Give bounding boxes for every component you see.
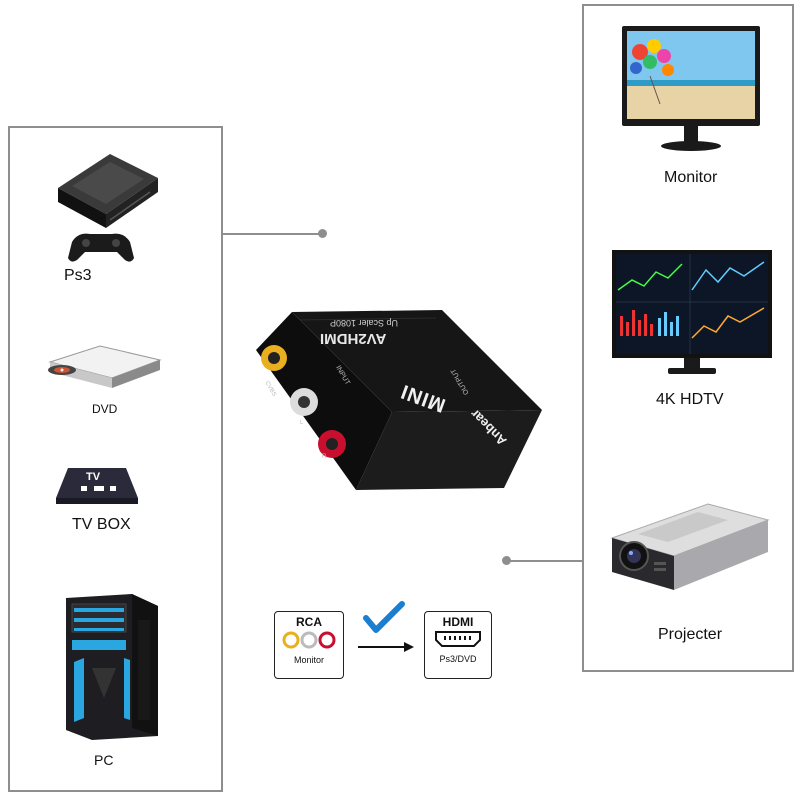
rca-badge-sub: Monitor bbox=[293, 655, 324, 665]
right-connector-dot bbox=[502, 556, 511, 565]
hdmi-port-icon bbox=[435, 631, 481, 647]
display-devices-panel bbox=[582, 4, 794, 672]
arrow-right-icon bbox=[358, 642, 414, 652]
left-connector-dot bbox=[318, 229, 327, 238]
projector-label: Projecter bbox=[658, 626, 723, 643]
rca-jacks-icon bbox=[282, 631, 336, 649]
monitor-icon bbox=[622, 26, 760, 151]
source-devices-panel bbox=[8, 126, 223, 792]
converter-port-label-r: R bbox=[322, 454, 327, 460]
hdmi-badge: HDMI Ps3/DVD bbox=[424, 611, 492, 679]
converter-top-text: AV2HDMI bbox=[320, 330, 387, 347]
converter-sub-text: Up Scaler 1080P bbox=[330, 318, 399, 328]
projector-icon bbox=[610, 503, 770, 590]
left-connector-line bbox=[222, 233, 322, 235]
pc-tower-icon bbox=[66, 594, 158, 740]
pc-label: PC bbox=[94, 752, 114, 768]
dvd-label: DVD bbox=[92, 402, 118, 416]
ps3-label: Ps3 bbox=[64, 267, 92, 284]
ps3-console-icon bbox=[58, 154, 158, 262]
monitor-label: Monitor bbox=[664, 169, 718, 186]
av2hdmi-converter-icon bbox=[256, 310, 542, 490]
tv-box-icon bbox=[56, 468, 138, 504]
hdmi-badge-title: HDMI bbox=[442, 615, 474, 629]
tv-box-label: TV BOX bbox=[72, 516, 131, 533]
tv-box-screen-text: TV bbox=[86, 471, 101, 483]
dvd-player-icon bbox=[48, 345, 162, 388]
converter-port-label-l: L bbox=[300, 420, 304, 426]
rca-badge-title: RCA bbox=[296, 615, 322, 629]
checkmark-icon bbox=[363, 601, 405, 633]
hdtv-label: 4K HDTV bbox=[656, 391, 724, 408]
rca-badge: RCA Monitor bbox=[274, 611, 344, 679]
hdmi-badge-sub: Ps3/DVD bbox=[439, 654, 477, 664]
right-connector-line bbox=[508, 560, 583, 562]
hdtv-icon bbox=[612, 250, 772, 374]
